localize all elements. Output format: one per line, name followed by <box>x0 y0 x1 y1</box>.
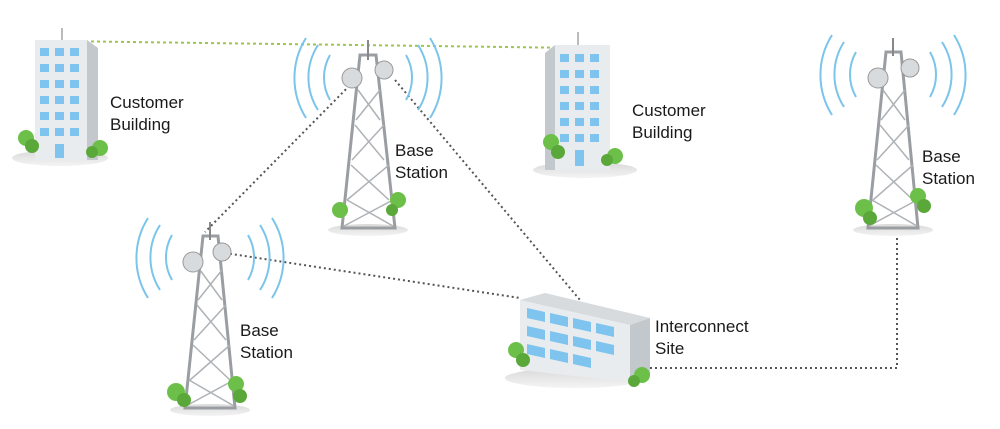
label-line: Station <box>395 163 448 182</box>
signal-wave-icon <box>135 217 285 299</box>
label-base-station-right: Base Station <box>922 146 975 190</box>
label-base-station-left: Base Station <box>240 320 293 364</box>
tree-icon <box>855 188 931 225</box>
tree-icon <box>508 342 650 387</box>
label-line: Customer <box>110 93 184 112</box>
label-line: Base <box>240 321 279 340</box>
label-line: Base <box>922 147 961 166</box>
building-icon <box>505 293 650 388</box>
label-line: Site <box>655 339 685 358</box>
tower-icon <box>819 34 967 236</box>
label-customer-building-right: Customer Building <box>632 100 706 144</box>
link-interconnect-site-to-base-station-right <box>650 232 898 369</box>
label-interconnect-site: Interconnect Site <box>655 316 749 360</box>
label-line: Station <box>240 343 293 362</box>
signal-wave-icon <box>819 34 967 116</box>
antenna-dish-icon <box>341 60 394 89</box>
label-line: Station <box>922 169 975 188</box>
label-line: Building <box>632 123 693 142</box>
links <box>54 40 898 369</box>
tower-icon <box>135 217 285 416</box>
tree-icon <box>332 192 406 218</box>
signal-wave-icon <box>293 37 443 119</box>
label-line: Building <box>110 115 171 134</box>
label-base-station-center: Base Station <box>395 140 448 184</box>
tree-icon <box>18 130 108 158</box>
label-line: Base <box>395 141 434 160</box>
tree-icon <box>167 376 247 407</box>
label-customer-building-left: Customer Building <box>110 92 184 136</box>
tower-icon <box>293 37 443 236</box>
link-base-station-center-to-base-station-left <box>204 74 361 233</box>
tree-icon <box>543 134 623 166</box>
building-icon <box>12 28 108 166</box>
antenna-dish-icon <box>867 58 920 89</box>
label-line: Customer <box>632 101 706 120</box>
building-icon <box>533 32 637 178</box>
antenna-dish-icon <box>182 242 232 273</box>
label-line: Interconnect <box>655 317 749 336</box>
